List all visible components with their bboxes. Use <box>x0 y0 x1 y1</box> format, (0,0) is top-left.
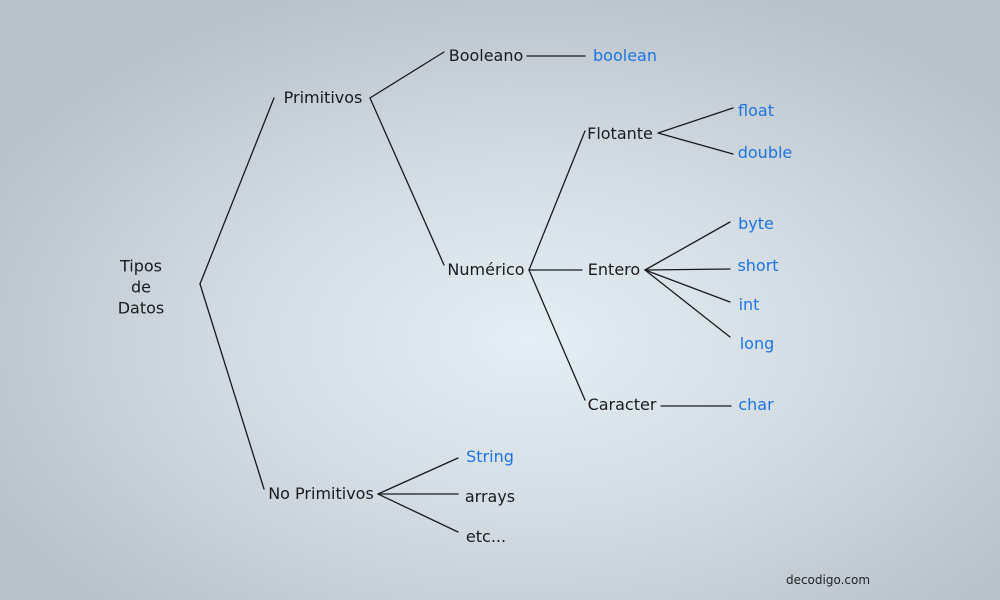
node-short-keyword: short <box>737 256 779 275</box>
edge-flotante-double <box>657 132 734 155</box>
root-line-1: Tipos <box>119 256 162 276</box>
edge-flotante-float <box>657 107 734 134</box>
node-double-keyword: double <box>737 143 793 162</box>
edge-entero-int <box>644 269 731 303</box>
edge-primitivos-numerico <box>369 97 445 266</box>
node-booleano: Booleano <box>448 46 524 65</box>
edge-entero-long <box>644 269 731 338</box>
edge-primitivos-booleano <box>369 51 445 99</box>
node-entero: Entero <box>587 260 641 279</box>
edge-entero-byte <box>644 221 731 271</box>
node-char-keyword: char <box>738 395 774 414</box>
edge-noprimitivos-etc <box>377 493 459 533</box>
node-no-primitivos: No Primitivos <box>268 484 374 503</box>
node-byte-keyword: byte <box>738 214 774 233</box>
node-string-keyword: String <box>466 447 514 466</box>
node-boolean-keyword: boolean <box>593 46 657 65</box>
edge-root-noprimitivos <box>199 283 265 490</box>
node-flotante: Flotante <box>587 124 653 143</box>
edge-numerico-flotante <box>528 130 586 271</box>
node-float-keyword: float <box>738 101 774 120</box>
node-int-keyword: int <box>738 295 760 314</box>
root-line-3: Datos <box>117 298 165 318</box>
node-etc: etc... <box>465 527 507 546</box>
node-caracter: Caracter <box>587 395 657 414</box>
node-primitivos: Primitivos <box>283 88 363 107</box>
node-long-keyword: long <box>739 334 775 353</box>
watermark-text: decodigo.com <box>785 573 871 587</box>
root-node-tipos-de-datos: Tipos de Datos <box>118 256 165 319</box>
root-line-2: de <box>131 277 151 297</box>
edge-noprimitivos-string <box>377 457 459 495</box>
node-numerico: Numérico <box>447 260 525 279</box>
edge-numerico-caracter <box>528 269 586 401</box>
edge-entero-short <box>644 268 731 271</box>
node-arrays: arrays <box>464 487 516 506</box>
edge-root-primitivos <box>199 97 275 285</box>
